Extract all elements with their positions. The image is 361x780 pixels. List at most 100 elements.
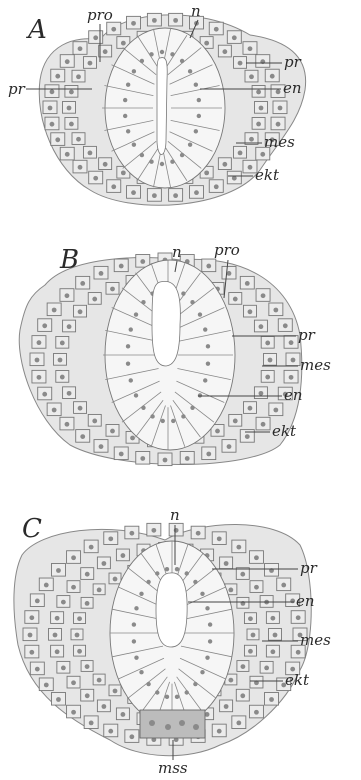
nucleus — [188, 142, 192, 146]
nucleus — [132, 69, 136, 73]
nucleus — [71, 680, 76, 685]
nucleus — [245, 281, 250, 286]
nucleus — [270, 649, 275, 654]
nucleus — [228, 588, 233, 593]
nucleus — [249, 137, 254, 142]
nucleus — [129, 378, 133, 382]
nucleus — [193, 580, 197, 584]
nucleus — [67, 391, 72, 396]
nucleus — [214, 27, 219, 32]
nucleus — [291, 358, 296, 363]
nucleus — [67, 324, 72, 329]
nucleus — [113, 689, 118, 694]
nucleus — [28, 633, 33, 638]
nucleus — [181, 414, 185, 418]
nucleus — [52, 408, 57, 413]
nucleus — [264, 666, 269, 671]
nucleus — [97, 588, 102, 593]
label-mes: mes — [264, 133, 295, 151]
nucleus — [99, 444, 104, 449]
panel-b-drawing: B n pro pr mes en ekt — [0, 240, 361, 495]
nucleus — [217, 729, 222, 734]
nucleus — [208, 639, 212, 643]
nucleus — [132, 142, 136, 146]
nucleus — [163, 458, 168, 463]
nucleus — [131, 21, 136, 26]
nucleus — [254, 585, 259, 590]
nucleus — [206, 452, 211, 457]
nucleus — [203, 378, 207, 382]
nucleus — [92, 419, 97, 424]
nucleus — [110, 429, 115, 434]
nucleus — [121, 712, 126, 717]
nucleus — [56, 697, 61, 702]
nucleus — [268, 358, 273, 363]
nucleus — [88, 61, 93, 66]
nucleus — [123, 98, 127, 102]
nucleus — [35, 667, 40, 672]
nucleus — [296, 650, 301, 655]
nucleus — [232, 176, 237, 181]
nucleus — [119, 452, 124, 457]
nucleus — [175, 567, 179, 571]
nucleus — [194, 190, 199, 195]
nucleus — [248, 309, 253, 314]
nucleus — [129, 531, 134, 536]
nucleus — [273, 308, 278, 313]
nucleus — [44, 583, 49, 588]
nucleus — [65, 422, 70, 427]
nucleus — [52, 308, 57, 313]
panel-letter: A — [26, 15, 47, 45]
nucleus — [290, 599, 295, 604]
nucleus — [198, 393, 202, 397]
nucleus — [80, 281, 85, 286]
nucleus — [55, 649, 60, 654]
nucleus — [185, 456, 190, 461]
nucleus — [80, 434, 85, 439]
nucleus — [217, 536, 222, 541]
nucleus — [251, 633, 256, 638]
nucleus — [196, 531, 201, 536]
nucleus — [140, 153, 144, 157]
label-pr-right: pr — [284, 53, 302, 71]
nucleus — [152, 193, 157, 198]
nucleus — [193, 682, 197, 686]
nucleus — [233, 297, 238, 302]
nucleus — [108, 729, 113, 734]
nucleus — [140, 259, 145, 264]
nucleus — [101, 704, 106, 709]
nucleus — [208, 622, 212, 626]
nucleus — [185, 690, 189, 694]
nucleus — [152, 18, 157, 23]
panel-letter: B — [59, 245, 79, 275]
nucleus — [188, 69, 192, 73]
nucleus — [204, 41, 209, 46]
nucleus — [160, 162, 164, 166]
nucleus — [173, 18, 178, 23]
label-en: en — [296, 592, 315, 610]
nucleus — [222, 162, 227, 167]
nucleus — [165, 695, 169, 699]
nucleus — [35, 358, 40, 363]
nucleus — [238, 61, 243, 66]
nucleus — [249, 74, 254, 79]
nucleus — [233, 419, 238, 424]
nucleus — [89, 721, 94, 726]
nucleus — [173, 193, 178, 198]
nucleus — [248, 616, 253, 621]
nucleus — [206, 264, 211, 269]
nucleus — [289, 340, 294, 345]
nucleus — [103, 162, 108, 167]
nucleus — [232, 35, 237, 40]
nucleus — [85, 572, 90, 577]
nucleus — [241, 664, 246, 669]
nucleus — [289, 375, 294, 380]
nucleus — [71, 585, 76, 590]
nucleus — [126, 129, 130, 133]
nucleus — [273, 633, 278, 638]
nucleus — [197, 114, 201, 118]
nucleus — [206, 344, 210, 348]
nucleus — [270, 74, 275, 79]
nucleus — [228, 678, 233, 683]
nucleus — [269, 697, 274, 702]
